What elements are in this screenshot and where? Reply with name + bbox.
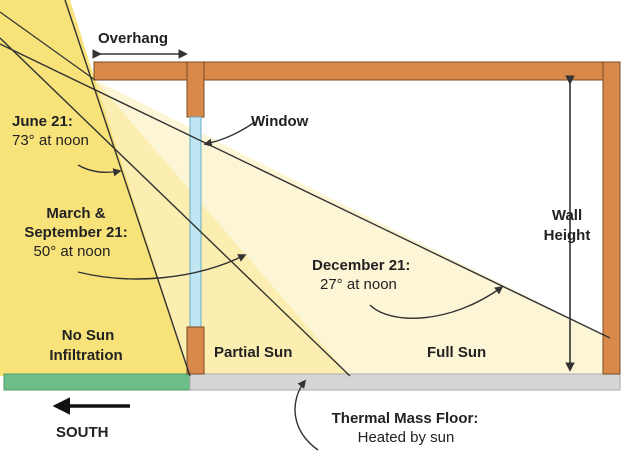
sun-ray-june-lower <box>0 11 96 81</box>
sun-ray-equinox <box>0 37 351 377</box>
december-callout-arrow <box>369 286 504 319</box>
june-title: June 21: <box>12 113 73 130</box>
no-sun-line2: Infiltration <box>49 347 122 364</box>
window-label: Window <box>251 113 309 130</box>
south-label: SOUTH <box>56 424 109 441</box>
floor-detail: Heated by sun <box>358 429 455 446</box>
partial-sun-label: Partial Sun <box>214 344 292 361</box>
equinox-title-line1: March & <box>46 205 105 222</box>
south-wall-sill <box>186 326 205 375</box>
thermal-mass-floor <box>189 373 621 391</box>
no-sun-line1: No Sun <box>62 327 115 344</box>
floor-callout-arrow <box>294 379 319 451</box>
south-wall-header <box>186 61 205 118</box>
full-sun-label: Full Sun <box>427 344 486 361</box>
wall-height-line1: Wall <box>552 207 582 224</box>
north-wall <box>602 61 621 375</box>
equinox-callout-arrow <box>77 254 247 280</box>
floor-title: Thermal Mass Floor: <box>332 410 479 427</box>
equinox-title-line2: September 21: <box>24 224 127 241</box>
no-sun-zone <box>0 0 190 376</box>
window-glass <box>189 116 202 328</box>
sun-ray-december <box>0 43 611 339</box>
exterior-ground <box>3 373 191 391</box>
december-title: December 21: <box>312 257 410 274</box>
overhang-label: Overhang <box>98 30 168 47</box>
equinox-detail: 50° at noon <box>34 243 111 260</box>
june-detail: 73° at noon <box>12 132 89 149</box>
december-detail: 27° at noon <box>320 276 397 293</box>
roof-overhang <box>93 61 621 81</box>
sun-ray-june <box>64 0 191 377</box>
june-callout-arrow <box>77 164 122 177</box>
wall-height-line2: Height <box>544 227 591 244</box>
window-callout-arrow <box>203 121 256 147</box>
